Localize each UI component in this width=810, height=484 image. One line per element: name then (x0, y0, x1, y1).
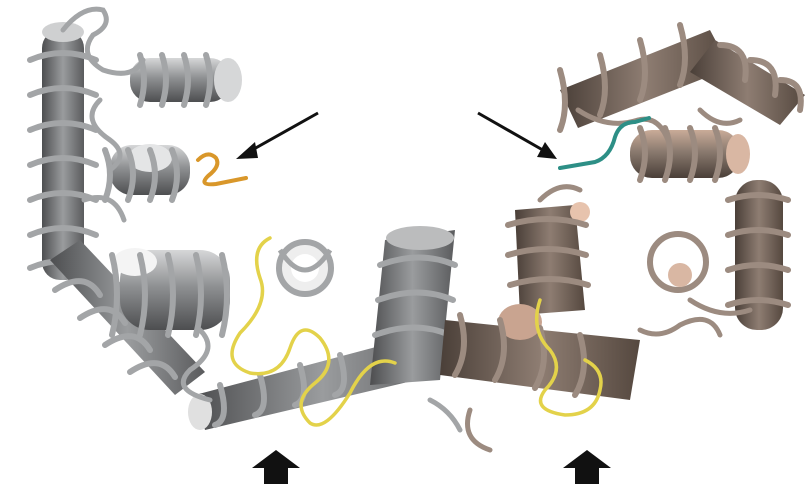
helix-b-central-vertical (505, 202, 591, 315)
helix-b-top-right (690, 40, 805, 125)
helix-a-top-horizontal (130, 52, 242, 108)
ligand-right-teal (558, 116, 651, 170)
loop-b-highlight (534, 298, 603, 417)
helix-b-top-diagonal (557, 22, 730, 133)
block-arrow-right-interface (563, 450, 611, 484)
helix-b-middle (630, 125, 750, 183)
arrow-to-right-ligand (477, 111, 557, 159)
chain-a-grey (27, 6, 463, 433)
helix-b-small-capped (647, 231, 709, 293)
block-arrow-left-interface (252, 450, 300, 484)
helix-b-right-vertical (725, 180, 791, 330)
loop-a-highlight (230, 236, 397, 427)
helix-a-lower (109, 248, 230, 338)
helix-b-bottom-diagonal (440, 304, 640, 400)
helix-a-interface-tilted (370, 226, 458, 385)
helix-a-middle (102, 144, 190, 203)
chain-b-brown (440, 22, 805, 453)
ligand-left-orange (196, 152, 248, 187)
helix-a-center-short (276, 239, 334, 297)
arrow-to-left-ligand (236, 111, 319, 159)
coil-a-loops (60, 6, 463, 433)
helix-a-left-vertical (27, 22, 99, 280)
